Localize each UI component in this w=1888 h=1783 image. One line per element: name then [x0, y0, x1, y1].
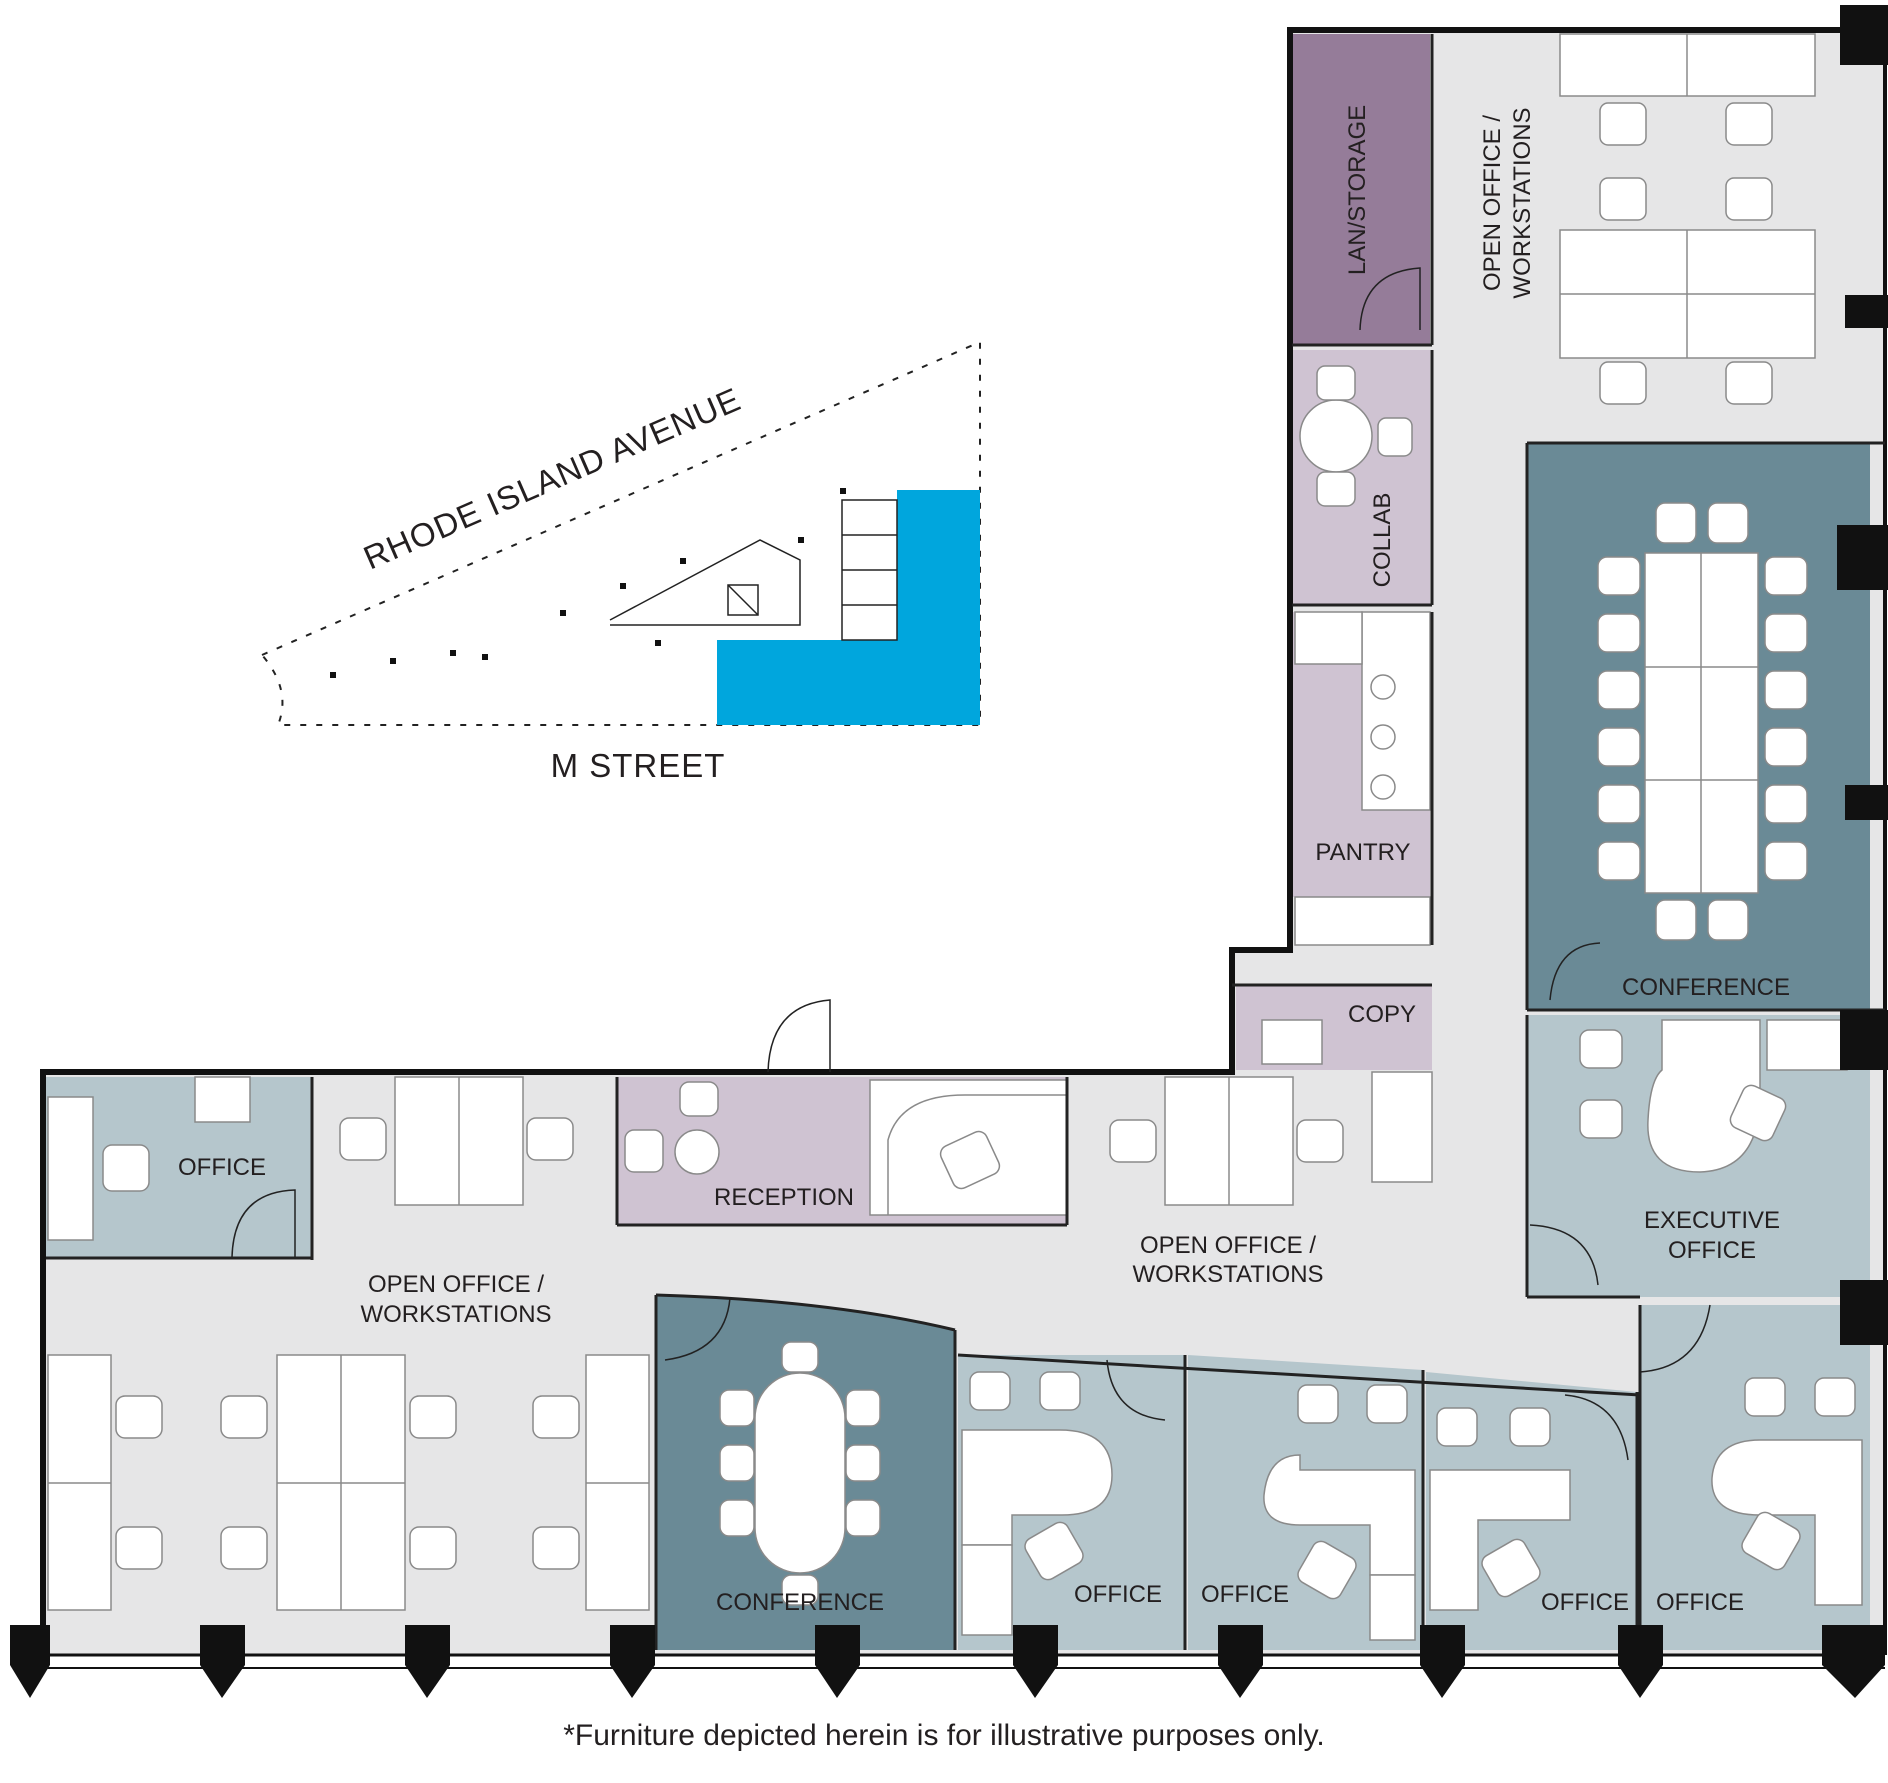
collab-table — [1299, 399, 1373, 473]
pantry-counter — [1361, 611, 1431, 811]
chairs-top — [1599, 102, 1773, 405]
label-reception: RECEPTION — [714, 1184, 854, 1211]
key-plan-leased-area — [717, 490, 980, 725]
label-office-4: OFFICE — [1656, 1589, 1744, 1616]
key-plan-outline — [260, 340, 981, 726]
label-open-office-left-2: WORKSTATIONS — [360, 1301, 551, 1328]
office-1-desk — [961, 1429, 1113, 1546]
label-office-left: OFFICE — [178, 1154, 266, 1181]
key-plan-street-bottom: M STREET — [551, 747, 726, 784]
label-open-office-center-1: OPEN OFFICE / — [1140, 1232, 1316, 1259]
label-pantry: PANTRY — [1315, 839, 1410, 866]
office-left-desk — [47, 1096, 94, 1241]
key-plan-columns — [330, 488, 846, 678]
copier — [1261, 1019, 1323, 1065]
label-open-office-top-1: OPEN OFFICE / — [1479, 115, 1506, 291]
collab-room — [1292, 350, 1430, 605]
room-labels: LAN/STORAGE OPEN OFFICE / WORKSTATIONS C… — [178, 105, 1790, 1616]
lan-storage-room — [1292, 34, 1430, 344]
label-collab: COLLAB — [1369, 493, 1396, 588]
key-plan: RHODE ISLAND AVENUE M STREET — [260, 340, 981, 784]
exterior-wall — [40, 27, 1840, 1655]
chairs-left — [115, 1395, 580, 1570]
label-office-2: OFFICE — [1201, 1581, 1289, 1608]
office-2-desk — [1263, 1454, 1416, 1576]
key-plan-core — [609, 499, 898, 641]
office-3-desk — [1429, 1469, 1571, 1611]
exterior-columns — [10, 5, 1888, 1698]
footnote: *Furniture depicted herein is for illust… — [563, 1719, 1324, 1752]
label-conference-large: CONFERENCE — [1622, 974, 1790, 1001]
label-conference-small: CONFERENCE — [716, 1589, 884, 1616]
label-office-3: OFFICE — [1541, 1589, 1629, 1616]
label-executive-1: EXECUTIVE — [1644, 1207, 1780, 1234]
label-copy: COPY — [1348, 1001, 1416, 1028]
furniture — [47, 33, 1863, 1641]
walls — [10, 5, 1888, 1698]
office-4-desk — [1711, 1439, 1863, 1606]
label-lan-storage: LAN/STORAGE — [1344, 105, 1371, 275]
label-open-office-left-1: OPEN OFFICE / — [368, 1271, 544, 1298]
conference-small-chairs — [719, 1341, 881, 1606]
label-open-office-top-2: WORKSTATIONS — [1509, 107, 1536, 298]
conference-large-chairs — [1597, 502, 1808, 941]
label-open-office-center-2: WORKSTATIONS — [1132, 1261, 1323, 1288]
label-executive-2: OFFICE — [1668, 1237, 1756, 1264]
conference-small-table — [754, 1372, 846, 1574]
key-plan-street-diagonal: RHODE ISLAND AVENUE — [358, 380, 746, 576]
label-office-1: OFFICE — [1074, 1581, 1162, 1608]
